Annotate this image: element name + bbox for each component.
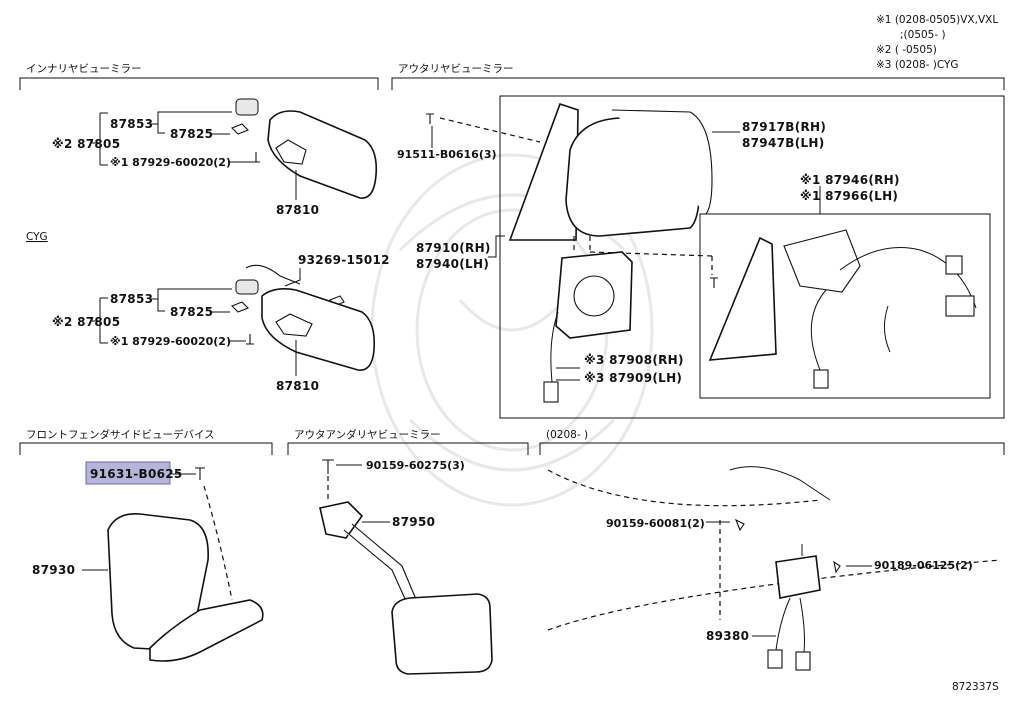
- mirror-glass-plate: [708, 236, 777, 361]
- note-line-3: ※2 ( -0505): [876, 44, 937, 56]
- part-87966[interactable]: ※1 87966(LH): [800, 189, 898, 203]
- part-87853-a[interactable]: 87853: [110, 117, 153, 131]
- connector-87908: [543, 381, 559, 403]
- section-title-outer-under: アウタアンダリヤビューミラー: [294, 428, 441, 441]
- part-90189[interactable]: 90189-06125(2): [874, 559, 973, 572]
- part-87929-b[interactable]: ※1 87929-60020(2): [110, 335, 231, 348]
- diagram-id: 872337S: [952, 681, 999, 693]
- note-line-1: ※1 (0208-0505)VX,VXL: [876, 14, 998, 26]
- mirror-wire: [245, 264, 301, 285]
- sensor-unit: [775, 555, 821, 599]
- mirror-cover: [235, 98, 259, 116]
- section-title-outer-mirror: アウタリヤビューミラー: [398, 63, 514, 75]
- part-93269[interactable]: 93269-15012: [298, 253, 390, 267]
- part-87908[interactable]: ※3 87908(RH): [584, 353, 684, 367]
- part-90159-b[interactable]: 90159-60081(2): [606, 517, 705, 530]
- fender-mirror-arm: [149, 599, 264, 662]
- mirror-clip: [231, 123, 249, 135]
- part-87853-b[interactable]: 87853: [110, 292, 153, 306]
- section-bracket-period: [539, 442, 1005, 455]
- part-87929-a[interactable]: ※1 87929-60020(2): [110, 156, 231, 169]
- inner-mirror-body-1: [267, 110, 378, 199]
- screw-icon: [252, 152, 260, 163]
- section-bracket-outer: [391, 77, 1005, 90]
- under-mirror-glass: [391, 593, 493, 675]
- part-87917b[interactable]: 87917B(RH): [742, 120, 826, 134]
- inner-mirror-group-1: ※2 87805 87853 87825 ※1 87929-60020(2) 8…: [52, 98, 378, 217]
- part-87825-a[interactable]: 87825: [170, 127, 213, 141]
- part-87825-b[interactable]: 87825: [170, 305, 213, 319]
- watermark-emblem: [370, 153, 654, 507]
- under-mirror-bracket: [319, 501, 364, 539]
- part-87947b[interactable]: 87947B(LH): [742, 136, 825, 150]
- under-mirror-stay: [343, 523, 419, 611]
- part-87940[interactable]: 87940(LH): [416, 257, 489, 271]
- note-line-4: ※3 (0208- )CYG: [876, 59, 959, 71]
- screw-icon-91631: [195, 467, 205, 480]
- part-87805-a[interactable]: ※2 87805: [52, 137, 120, 151]
- under-mirror-group: 90159-60275(3) 87950: [319, 459, 493, 675]
- part-87805-b[interactable]: ※2 87805: [52, 315, 120, 329]
- section-title-inner-mirror: インナリヤビューミラー: [26, 63, 142, 75]
- highlight-91631: [85, 461, 171, 485]
- part-89380[interactable]: 89380: [706, 629, 749, 643]
- heater-sub-box: [699, 213, 991, 399]
- section-label-cyg: CYG: [26, 231, 48, 243]
- fender-mirror-group: 91631-B0625 87930: [32, 461, 264, 662]
- part-87810-a[interactable]: 87810: [276, 203, 319, 217]
- inner-mirror-body-2: [261, 288, 376, 371]
- screw-icon-91511: [426, 113, 434, 124]
- part-91511[interactable]: 91511-B0616(3): [397, 148, 497, 161]
- section-period: (0208- ): [546, 429, 588, 441]
- outer-mirror-box: [499, 95, 1005, 419]
- part-91631[interactable]: 91631-B0625: [90, 467, 183, 481]
- section-bracket-under: [287, 442, 529, 455]
- part-87950[interactable]: 87950: [392, 515, 435, 529]
- section-bracket-fender: [19, 442, 273, 455]
- part-87930[interactable]: 87930: [32, 563, 75, 577]
- part-87909[interactable]: ※3 87909(LH): [584, 371, 682, 385]
- part-90159-a[interactable]: 90159-60275(3): [366, 459, 465, 472]
- inner-mirror-group-2: ※2 87805 87853 87825 ※1 87929-60020(2) 9…: [52, 253, 390, 393]
- part-87910[interactable]: 87910(RH): [416, 241, 491, 255]
- section-title-front-fender: フロントフェンダサイドビューデバイス: [26, 428, 215, 441]
- bolt-icon-90159: [322, 459, 334, 474]
- body-side-group: 90159-60081(2) 90189-06125(2) 89380: [547, 466, 1001, 671]
- part-87810-b[interactable]: 87810: [276, 379, 319, 393]
- note-line-2: ;(0505- ): [900, 29, 946, 41]
- connector-89380-a: [767, 649, 783, 669]
- heater-unit: [783, 229, 861, 293]
- section-bracket-inner: [19, 77, 379, 90]
- outer-mirror-group: 91511-B0616(3) 87917B(RH) 87947B(LH) 879…: [397, 95, 1005, 419]
- connector-89380-b: [795, 651, 811, 671]
- mirror-base-plate: [508, 102, 579, 241]
- part-87946[interactable]: ※1 87946(RH): [800, 173, 900, 187]
